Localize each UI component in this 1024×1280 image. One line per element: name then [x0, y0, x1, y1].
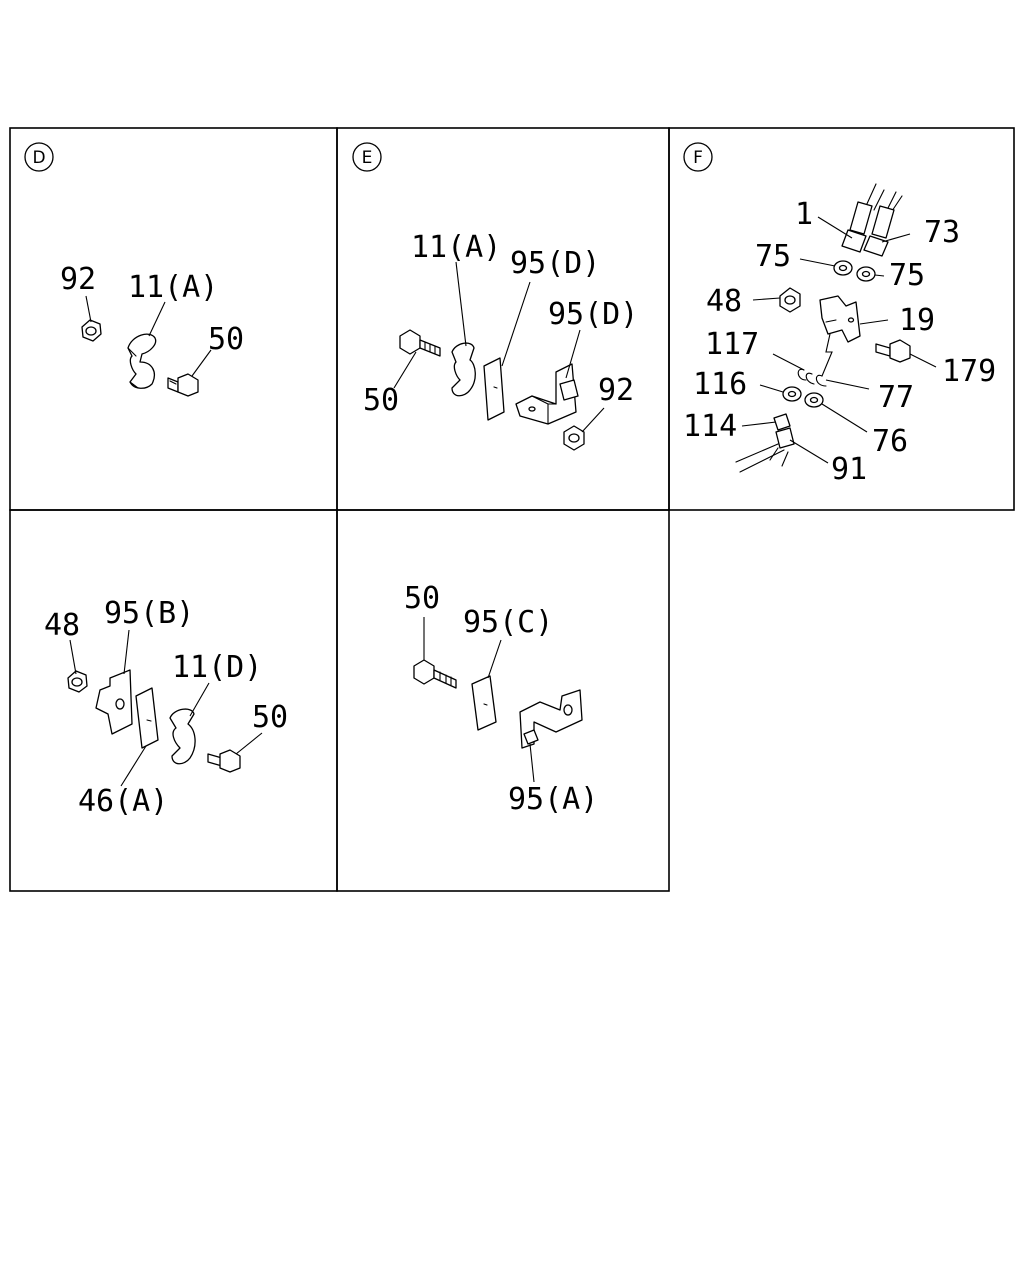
callout-11d: 11(D) — [172, 650, 262, 685]
frame-d — [9, 127, 338, 511]
panel-id-f: F — [693, 148, 703, 168]
panel-id-badge: D — [24, 142, 54, 172]
callout-95b: 95(B) — [104, 596, 194, 631]
bracket-part — [515, 363, 579, 425]
callout-50: 50 — [252, 700, 288, 735]
clip-part — [169, 708, 196, 765]
panel-e: E — [352, 142, 638, 451]
callout-95d: 95(D) — [510, 246, 600, 281]
callout-73: 73 — [924, 215, 960, 250]
pipe-part — [841, 183, 903, 257]
panel-id-e: E — [362, 148, 373, 168]
callout-50: 50 — [363, 383, 399, 418]
bolt-part — [413, 659, 457, 689]
nut-part — [779, 287, 801, 313]
nut-part — [81, 319, 102, 342]
callout-95c: 95(C) — [463, 605, 553, 640]
frame-f — [668, 127, 1015, 511]
ring-part — [797, 368, 827, 387]
panel-id-badge: F — [683, 142, 713, 172]
callout-1: 1 — [795, 197, 813, 232]
callout-179: 179 — [942, 354, 996, 389]
panel-d: D 92 11(A) 50 — [24, 142, 244, 397]
washer-part — [833, 260, 876, 282]
plate-part — [483, 357, 505, 421]
clip-part — [127, 333, 157, 389]
nut-part — [67, 670, 88, 693]
callout-46a: 46(A) — [78, 784, 168, 819]
bolt-part — [167, 373, 199, 397]
callout-75: 75 — [889, 258, 925, 293]
clip-part — [451, 342, 476, 397]
panel-id-d: D — [32, 148, 45, 168]
callout-48: 48 — [44, 608, 80, 643]
callout-95a: 95(A) — [508, 782, 598, 817]
callout-116: 116 — [693, 367, 747, 402]
fitting-part — [735, 413, 795, 473]
callout-114: 114 — [683, 409, 737, 444]
callout-77: 77 — [878, 380, 914, 415]
bolt-part — [207, 749, 241, 773]
frame-bm — [336, 509, 670, 892]
callout-50: 50 — [404, 581, 440, 616]
panel-bottom-middle: 50 95(C) 95(A) — [404, 581, 598, 817]
washer-part — [782, 386, 824, 408]
bolt-part — [875, 339, 911, 363]
panel-f: F — [683, 142, 996, 487]
panel-bottom-left: 48 95(B) 11(D) 50 46(A) — [44, 596, 288, 819]
nut-part — [563, 425, 585, 451]
callout-92: 92 — [60, 262, 96, 297]
bracket-part — [95, 669, 133, 735]
callout-75: 75 — [755, 239, 791, 274]
panel-frames — [9, 127, 1015, 892]
bracket-part — [519, 689, 583, 749]
plate-part — [135, 687, 159, 749]
bolt-part — [399, 329, 441, 357]
callout-48: 48 — [706, 284, 742, 319]
callout-76: 76 — [872, 424, 908, 459]
callout-117: 117 — [705, 327, 759, 362]
callout-91: 91 — [831, 452, 867, 487]
callout-50: 50 — [208, 322, 244, 357]
callout-11a: 11(A) — [128, 270, 218, 305]
plate-part — [471, 675, 497, 731]
callout-19: 19 — [899, 303, 935, 338]
callout-95d: 95(D) — [548, 297, 638, 332]
callout-11a: 11(A) — [411, 230, 501, 265]
bracket-part — [819, 295, 861, 377]
callout-92: 92 — [598, 373, 634, 408]
panel-id-badge: E — [352, 142, 382, 172]
